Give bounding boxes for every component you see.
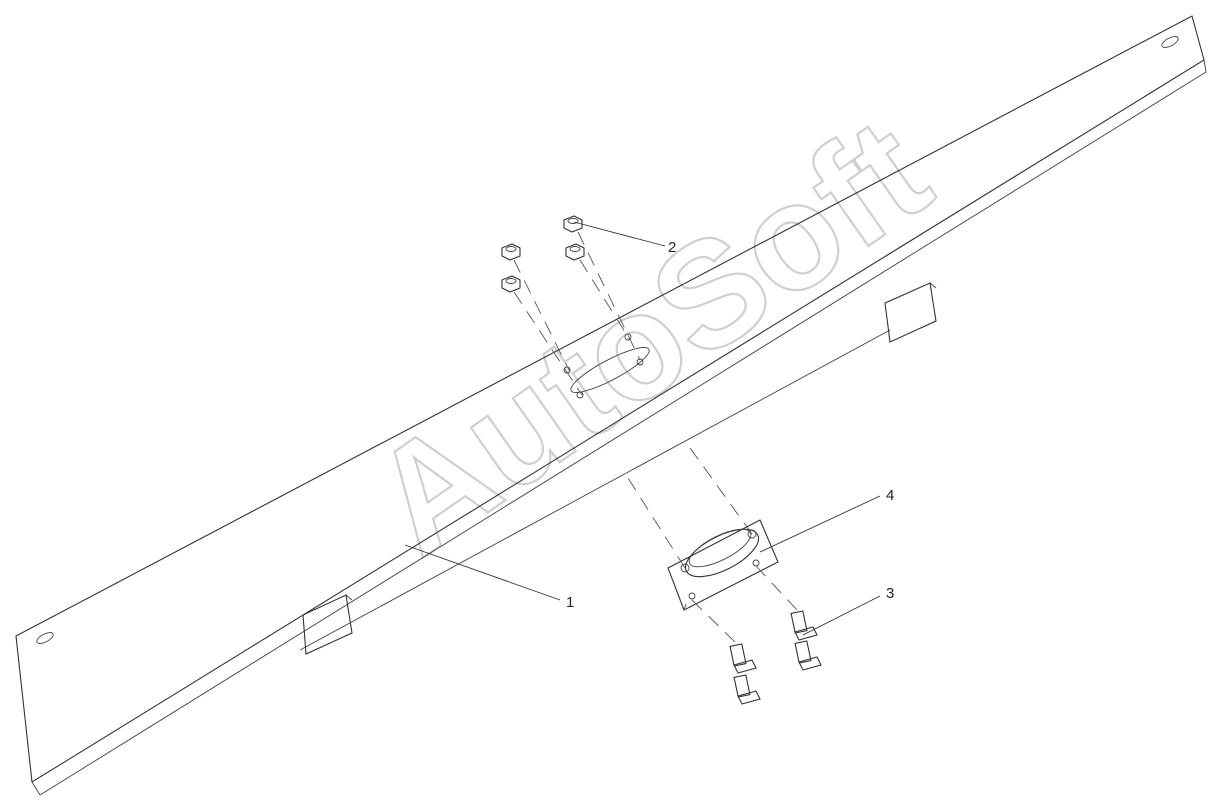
leader-1 <box>404 544 561 601</box>
callout-2: 2 <box>668 239 676 256</box>
screw <box>729 643 757 674</box>
part-1-plate <box>15 15 1207 796</box>
watermark: AutoSoft <box>342 85 957 586</box>
hole-left <box>36 632 54 644</box>
part-2-nuts <box>501 215 641 396</box>
handle-cutout <box>570 347 650 393</box>
screw <box>733 674 761 705</box>
leader-4 <box>759 495 881 553</box>
nut <box>563 215 583 233</box>
tab-right <box>884 282 937 343</box>
nut <box>501 243 521 261</box>
leader-3 <box>802 595 881 636</box>
screw <box>790 610 818 641</box>
part-3-screws <box>691 565 822 705</box>
callout-4: 4 <box>886 487 894 504</box>
screw <box>794 640 822 671</box>
nut <box>565 243 585 261</box>
leader-2 <box>573 221 666 247</box>
tab-left <box>302 594 353 655</box>
part-4-handle-bracket <box>627 447 779 611</box>
callout-3: 3 <box>886 585 894 602</box>
callout-1: 1 <box>566 594 574 611</box>
nut <box>501 275 521 293</box>
hole-right <box>1161 36 1179 48</box>
